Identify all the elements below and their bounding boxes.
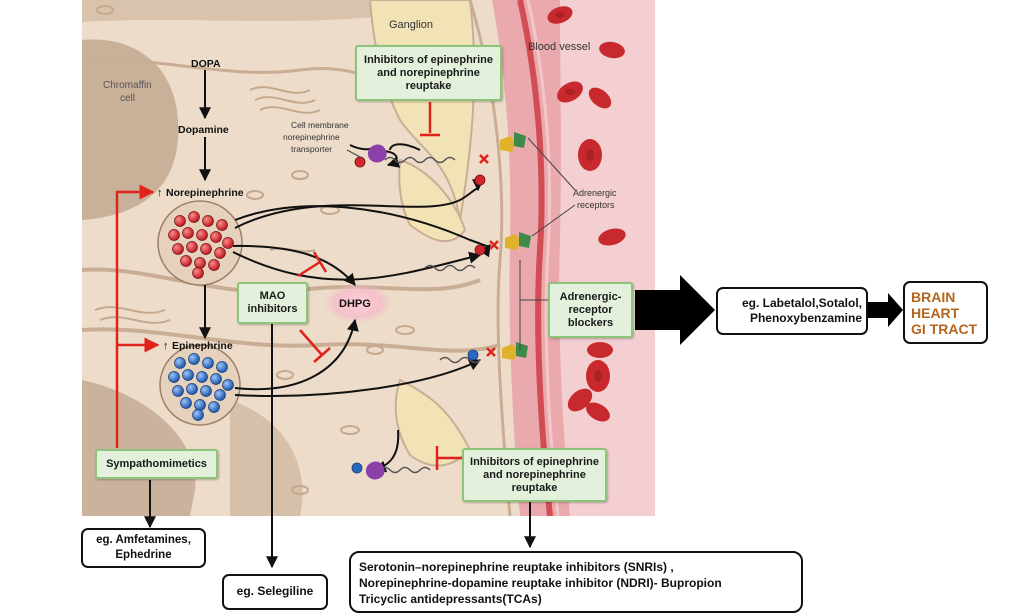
up-arrow-icon: ↑ — [157, 187, 163, 199]
mao-example: eg. Selegiline — [236, 584, 314, 598]
organ-brain: BRAIN — [911, 288, 956, 305]
vesicle — [208, 401, 220, 413]
vesicle — [192, 409, 204, 421]
transporter-label-1: Cell membrane — [291, 120, 349, 130]
vesicle — [200, 243, 212, 255]
vesicle — [182, 227, 194, 239]
epi-vesicles — [168, 353, 234, 421]
reuptake-inhibitors-top-box: Inhibitors of epinephrine and norepineph… — [355, 45, 502, 101]
up-arrow-icon: ↑ — [163, 340, 169, 352]
mao-examples-box: eg. Selegiline — [222, 574, 328, 610]
vesicle — [168, 229, 180, 241]
vesicle — [180, 255, 192, 267]
pathway-arrows — [199, 70, 491, 473]
reuptake-example-line-2: Norepinephrine-dopamine reuptake inhibit… — [359, 576, 722, 590]
organelles — [94, 5, 415, 495]
dhpg-glow — [324, 283, 392, 323]
reuptake-example-line-1: Serotonin–norepinephrine reuptake inhibi… — [359, 560, 674, 574]
transporter-label-2: norepinephrine — [283, 132, 340, 142]
lower-nucleus — [82, 380, 196, 516]
adrenergic-receptors-label-1: Adrenergic — [573, 188, 617, 198]
vesicle — [202, 357, 214, 369]
vesicle — [186, 241, 198, 253]
small-arrow-icon — [867, 293, 903, 327]
vesicle — [192, 267, 204, 279]
reuptake-top-line-2: and norepinephrine — [377, 66, 480, 79]
dopamine-label: Dopamine — [178, 124, 229, 136]
vesicle — [172, 385, 184, 397]
sympathomimetics-example-line-1: eg. Amfetamines, — [96, 534, 191, 546]
vesicle — [196, 229, 208, 241]
vesicle — [216, 361, 228, 373]
sympathomimetics-box: Sympathomimetics — [95, 449, 218, 479]
blockers-example-line-2: Phenoxybenzamine — [749, 311, 862, 325]
vesicle — [222, 379, 234, 391]
vesicle — [222, 237, 234, 249]
vesicle — [194, 257, 206, 269]
reuptake-top-line-3: reuptake — [405, 79, 452, 92]
reuptake-examples-box: Serotonin–norepinephrine reuptake inhibi… — [349, 551, 803, 613]
receptor-icon — [500, 132, 531, 360]
vesicle — [210, 373, 222, 385]
vesicle — [194, 399, 206, 411]
reuptake-bottom-line-1: Inhibitors of epinephrine — [470, 455, 599, 468]
blockers-example-line-1: eg. Labetalol,Sotalol, — [741, 296, 862, 310]
epinephrine-label: Epinephrine — [172, 340, 233, 352]
block-x-icon — [479, 154, 499, 357]
reuptake-example-line-3: Tricyclic antidepressants(TCAs) — [359, 592, 542, 606]
vesicle — [180, 397, 192, 409]
vesicle — [172, 243, 184, 255]
blockers-line-3: blockers — [567, 316, 614, 329]
vesicle — [210, 231, 222, 243]
vesicle — [186, 383, 198, 395]
blockers-examples-box: eg. Labetalol,Sotalol, Phenoxybenzamine — [716, 287, 868, 335]
vesicle — [216, 219, 228, 231]
dhpg-label: DHPG — [339, 298, 371, 310]
reuptake-inhibitors-bottom-box: Inhibitors of epinephrine and norepineph… — [462, 448, 607, 502]
vesicle — [202, 215, 214, 227]
vesicle — [168, 371, 180, 383]
blockers-line-2: receptor — [568, 303, 613, 316]
blood-vessel-label: Blood vessel — [528, 41, 590, 53]
norepinephrine-label: Norepinephrine — [166, 187, 244, 199]
vesicle — [188, 353, 200, 365]
sympathomimetics-label: Sympathomimetics — [106, 457, 207, 470]
vesicle — [214, 389, 226, 401]
vesicle — [174, 215, 186, 227]
lower-nucleus-2 — [230, 400, 303, 516]
vesicle — [196, 371, 208, 383]
inhibition-bar-icon — [297, 102, 462, 470]
organ-heart: HEART — [911, 304, 960, 321]
receptor-blockers-box: Adrenergic- receptor blockers — [548, 282, 633, 338]
dopa-label: DOPA — [191, 58, 221, 70]
vesicle — [182, 369, 194, 381]
ne-vesicles — [168, 211, 234, 279]
chromaffin-label-2: cell — [120, 93, 135, 104]
vesicle — [174, 357, 186, 369]
sympathomimetics-examples-box: eg. Amfetamines, Ephedrine — [81, 528, 206, 568]
blockers-line-1: Adrenergic- — [559, 290, 622, 303]
reuptake-top-line-1: Inhibitors of epinephrine — [364, 53, 493, 66]
neurotransmission-illustration: Ganglion Blood vessel Chromaffin cell DO… — [81, 0, 903, 569]
transporter-icon — [365, 144, 387, 480]
vesicle — [200, 385, 212, 397]
organ-gi-tract: GI TRACT — [911, 320, 978, 337]
adrenergic-receptors-label-2: receptors — [577, 200, 615, 210]
transporter-label-3: transporter — [291, 144, 332, 154]
sympathomimetics-example-line-2: Ephedrine — [115, 549, 172, 561]
mao-inhibitors-box: MAO inhibitors — [237, 282, 308, 324]
ganglion-label: Ganglion — [389, 19, 433, 31]
big-arrow-icon — [635, 275, 715, 345]
vesicle — [214, 247, 226, 259]
vesicle — [208, 259, 220, 271]
target-organs-box: BRAIN HEART GI TRACT — [903, 281, 988, 344]
reuptake-bottom-line-3: reuptake — [511, 481, 558, 494]
chromaffin-label-1: Chromaffin — [103, 80, 152, 91]
chromaffin-nucleus — [82, 39, 179, 220]
mao-line-1: MAO — [259, 290, 286, 302]
mao-line-2: inhibitors — [247, 303, 298, 315]
vesicle — [188, 211, 200, 223]
reuptake-bottom-line-2: and norepinephrine — [483, 468, 586, 481]
